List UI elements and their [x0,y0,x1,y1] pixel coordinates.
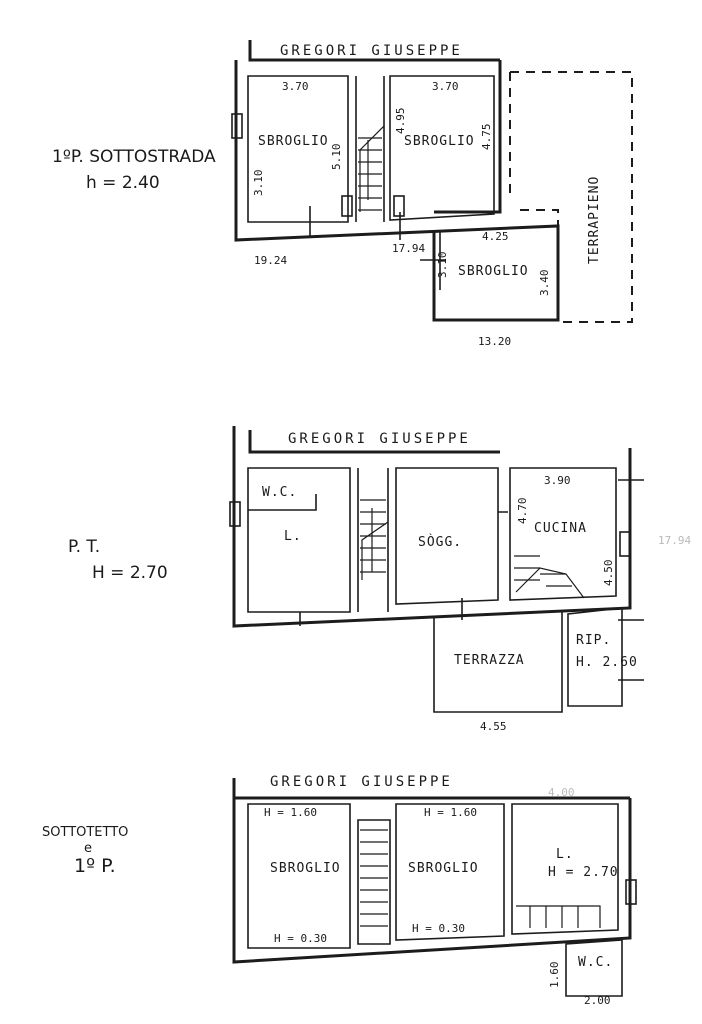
attic-owner-label: GREGORI GIUSEPPE [270,774,453,790]
attic-room-3-label: L. [556,847,574,862]
attic-room-left [247,803,351,949]
storage-outline [567,607,623,707]
basement-plan: 1ºP. SOTTOSTRADA h = 2.40 GREGORI GIUSEP… [52,40,633,348]
attic-floor-label: SOTTOTETTO [42,825,128,840]
ground-window-left [229,501,241,527]
basement-outer-wall [234,60,560,322]
basement-room-3-label: SBROGLIO [458,264,529,279]
attic-room-2-label: SBROGLIO [408,861,479,876]
dim-attic-wc-side: 1.60 [548,962,561,989]
ground-kitchen-label: CUCINA [534,521,587,536]
dim-basement-total-bottom: 13.20 [478,335,511,348]
ground-door-marks [299,479,644,681]
ground-owner-label: GREGORI GIUSEPPE [288,431,471,447]
terrace-label: TERRAZZA [454,653,525,668]
dim-basement-total-mid: 17.94 [392,242,425,255]
attic-floor-label-2: e [84,841,92,856]
attic-stair-walls [357,819,391,945]
attic-room-stair [516,905,601,928]
terrapieno-inner-boundary [509,72,559,226]
ground-stair-walls [357,468,389,612]
basement-window-mid [341,195,353,217]
dim-kitchen-depth-left: 4.70 [516,498,529,525]
dim-basement-total-left: 19.24 [254,254,287,267]
attic-room-1-height-top: H = 1.60 [264,806,317,819]
terrapieno-label: TERRAPIENO [587,176,602,264]
ground-neighbour-boundary [248,430,500,454]
kitchen-staircase [514,555,585,599]
basement-room-1-label: SBROGLIO [258,134,329,149]
basement-floor-label: 1ºP. SOTTOSTRADA [52,147,216,167]
attic-room-1-label: SBROGLIO [270,861,341,876]
attic-wc-outline [565,939,623,997]
ground-sogg-label: SÒGG. [418,534,462,550]
basement-stair-walls [355,76,385,222]
basement-door-marks [309,206,446,290]
attic-room-2-height-bottom: H = 0.30 [412,922,465,935]
dim-basement-room1-width: 3.70 [282,80,309,93]
dim-basement-room2-right: 4.75 [480,124,493,151]
terrace-outline [433,610,563,713]
ground-room-living [395,467,499,605]
basement-window-right [393,195,405,217]
attic-floor-label-3: 1º P. [74,855,116,877]
storage-label: RIP. [576,633,611,648]
attic-plan: SOTTOTETTO e 1º P. GREGORI GIUSEPPE SBRO… [42,774,637,1007]
dim-basement-room2-left: 4.95 [394,108,407,135]
ground-floor-plan: P. T. H = 2.70 GREGORI GIUSEPPE W.C. L. [68,426,691,733]
storage-height-label: H. 2.60 [576,655,638,670]
basement-room-left [247,75,349,223]
ground-height-label: H = 2.70 [92,563,168,583]
basement-room-right [389,75,495,221]
dim-attic-faint: 4.00 [548,786,575,799]
dim-kitchen-depth-right: 4.50 [602,560,615,587]
dim-attic-wc-bottom: 2.00 [584,994,611,1007]
dim-basement-room2-width: 3.70 [432,80,459,93]
attic-outer-wall [232,778,632,964]
ground-floor-label: P. T. [68,537,100,557]
terrapieno-boundary [510,71,633,323]
basement-room-2-label: SBROGLIO [404,134,475,149]
dim-kitchen-width: 3.90 [544,474,571,487]
dim-terrace-width: 4.55 [480,720,507,733]
dim-basement-room1-depth: 5.10 [330,144,343,171]
attic-room-right [511,803,619,935]
dim-basement-room3-right: 3.40 [538,270,551,297]
ground-room-bath-living [247,467,351,613]
ground-staircase [360,499,389,580]
attic-room-1-height-bottom: H = 0.30 [274,932,327,945]
ground-wc-partition [248,494,317,511]
ground-l-label: L. [284,529,302,544]
dim-basement-room1-left: 3.10 [252,170,265,197]
ground-wc-label: W.C. [262,485,297,500]
basement-neighbour-boundary [248,40,500,62]
dim-basement-room3-left: 3.10 [436,252,449,279]
attic-staircase [360,829,388,927]
basement-height-label: h = 2.40 [86,173,160,193]
basement-owner-label: GREGORI GIUSEPPE [280,43,463,59]
dim-ground-total-faint: 17.94 [658,534,691,547]
ground-room-kitchen [509,467,617,601]
basement-right-wall [434,60,502,214]
basement-staircase [358,125,385,212]
attic-window-right [625,879,637,905]
attic-room-mid [395,803,505,941]
attic-room-3-height: H = 2.70 [548,865,619,880]
attic-room-2-height-top: H = 1.60 [424,806,477,819]
attic-wc-label: W.C. [578,955,613,970]
ground-window-right [619,531,631,557]
dim-basement-room3-width: 4.25 [482,230,509,243]
basement-window-left [231,113,243,139]
